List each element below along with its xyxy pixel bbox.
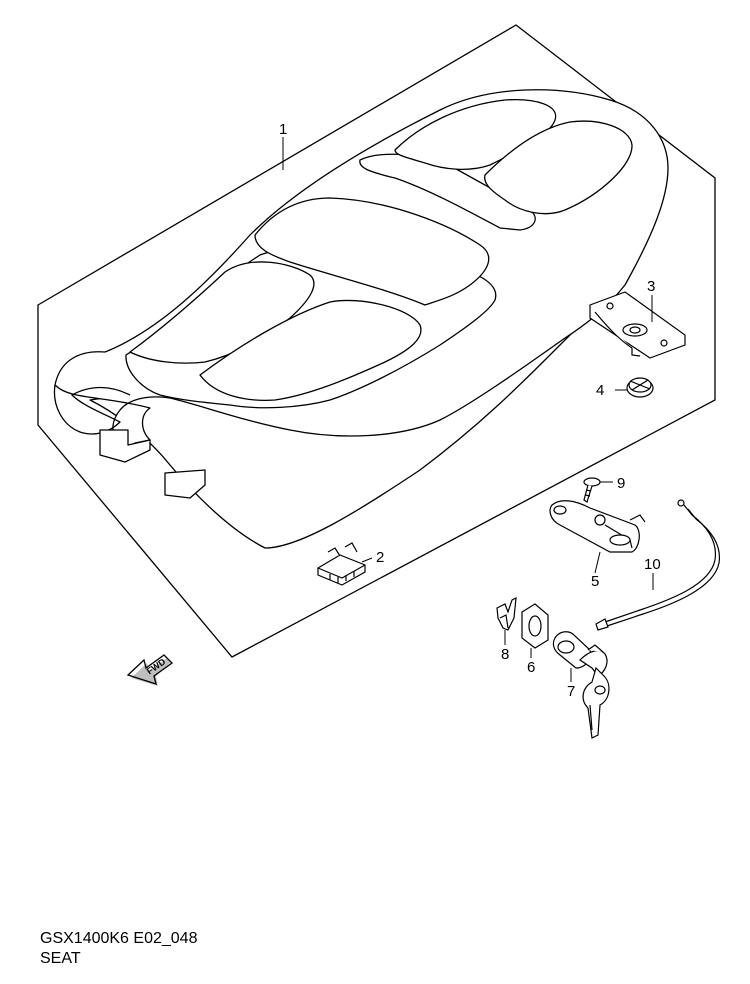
seat-part-1	[53, 89, 669, 549]
callout-1: 1	[279, 121, 287, 138]
assembly-boundary	[37, 24, 716, 658]
clip-part-8	[496, 596, 517, 631]
callout-9: 9	[617, 475, 625, 492]
plate-part-6	[521, 603, 549, 649]
damper-part-2	[317, 542, 366, 586]
callout-6: 6	[527, 659, 535, 676]
cable-part-10	[595, 499, 721, 631]
diagram-code: GSX1400K6 E02_048	[40, 930, 198, 947]
callout-7: 7	[567, 683, 575, 700]
callout-10: 10	[644, 556, 661, 573]
diagram-title: SEAT	[40, 950, 81, 967]
bracket-part-3	[589, 291, 686, 359]
leader-lines	[282, 137, 654, 682]
callout-labels: 1 2 3 4 5 6 7 8 9 10	[279, 121, 661, 700]
screw-part-9	[583, 477, 601, 503]
callout-2: 2	[376, 549, 384, 566]
callout-4: 4	[596, 382, 604, 399]
callout-3: 3	[647, 278, 655, 295]
grommet-part-4	[626, 377, 654, 398]
callout-5: 5	[591, 573, 599, 590]
latch-part-5	[549, 500, 646, 553]
forward-arrow-icon: FWD	[126, 654, 173, 686]
lock-part-7	[552, 631, 610, 739]
callout-8: 8	[501, 646, 509, 663]
